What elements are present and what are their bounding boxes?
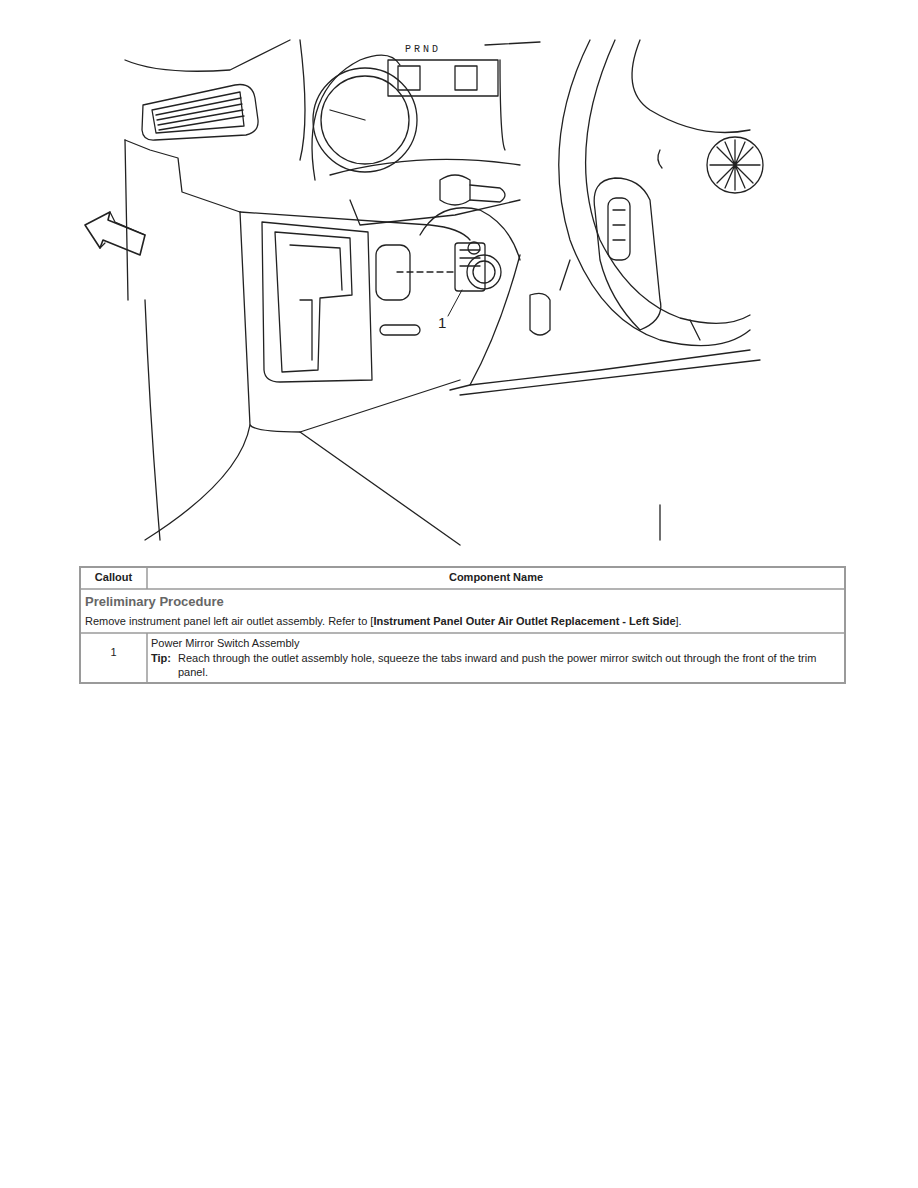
procedure-text: Remove instrument panel left air outlet … [85,615,373,627]
section-heading: Preliminary Procedure [85,594,224,610]
callout-number: 1 [438,314,446,333]
procedure-text: ]. [676,615,682,627]
table-header: Callout [80,571,147,585]
tip-text: Reach through the outlet assembly hole, … [178,652,828,680]
tip-label: Tip: [151,652,171,666]
reference-link: Instrument Panel Outer Air Outlet Replac… [373,615,675,627]
procedure-line: Remove instrument panel left air outlet … [85,615,841,629]
component-name: Power Mirror Switch Assembly [151,637,300,651]
callout-number: 1 [80,646,147,660]
gear-indicator: PRND [405,44,441,57]
table-header: Component Name [147,571,845,585]
